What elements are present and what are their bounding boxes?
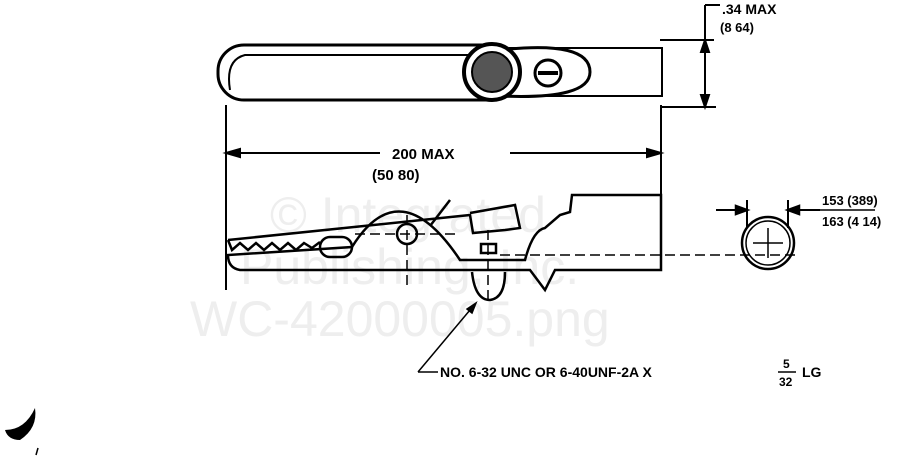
diameter-min-label: 153 (389): [822, 193, 878, 208]
height-inch-label: .34 MAX: [722, 1, 777, 17]
watermark-line-3: WC-42000005.png: [190, 291, 610, 347]
length-mm-label: (50 80): [372, 167, 420, 184]
height-mm-label: (8 64): [720, 20, 754, 35]
fraction-numerator: 5: [783, 357, 790, 371]
screw-spec-label: NO. 6-32 UNC OR 6-40UNF-2A X: [440, 364, 653, 380]
side-view: [226, 193, 663, 302]
screw-length-suffix: LG: [802, 364, 822, 380]
screw-callout-leader: [417, 301, 796, 373]
diameter-max-label: 163 (4 14): [822, 214, 881, 229]
height-dimension: [660, 4, 720, 111]
fraction-denominator: 32: [779, 375, 793, 389]
end-view: [716, 200, 875, 271]
top-view: [216, 42, 663, 102]
length-inch-label: 200 MAX: [392, 146, 455, 163]
scan-artifact: [5, 408, 36, 440]
